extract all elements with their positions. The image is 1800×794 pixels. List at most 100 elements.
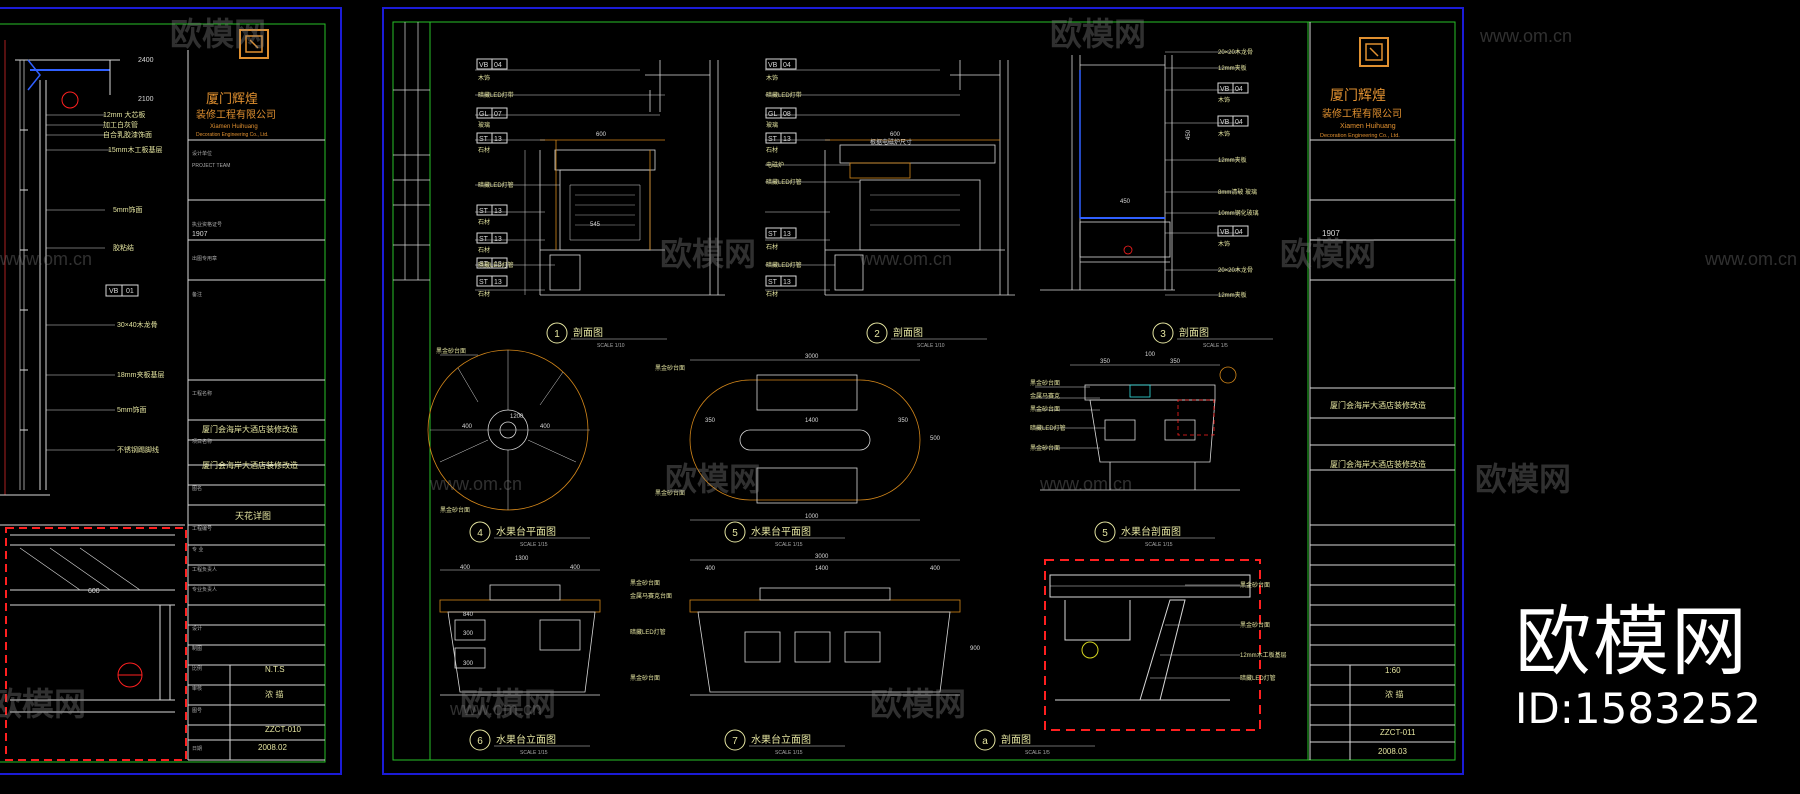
view-number-circle (724, 521, 746, 543)
svg-text:审核: 审核 (192, 685, 202, 692)
view-scale: SCALE 1/10 (597, 343, 625, 349)
url-watermark: www.om.cn (1704, 249, 1797, 269)
company-name-en2: Decoration Engineering Co., Ltd. (1320, 133, 1400, 139)
tag-code: ST (479, 236, 489, 243)
dim: 840 (463, 612, 474, 618)
svg-text:执业资格证号: 执业资格证号 (192, 221, 222, 228)
tag-num: 13 (494, 261, 502, 268)
note: 黑金砂台面 (436, 347, 466, 355)
note: 12mm夹板 (1218, 156, 1247, 164)
tag-code: ST (768, 279, 778, 286)
company-name-en: Xiamen Huihuang (210, 124, 258, 130)
view-number: a (982, 736, 988, 747)
section-1-leaders (475, 69, 665, 291)
svg-text:专 业: 专 业 (192, 546, 203, 553)
dim: 350 (1100, 359, 1111, 365)
note: 自合乳胶漆饰面 (103, 130, 152, 139)
section-1 (524, 60, 725, 296)
svg-text:工程名称: 工程名称 (192, 390, 212, 397)
view-title-text: 剖面图 (573, 326, 603, 339)
svg-text:制图: 制图 (192, 645, 202, 652)
section-3-leaders (1165, 51, 1240, 296)
section-2-leaders (765, 69, 960, 291)
tag-code: ST (479, 261, 489, 268)
svg-text:专业负责人: 专业负责人 (192, 586, 217, 593)
view-title-text: 水果台平面图 (496, 525, 556, 538)
tag-code: VB (1220, 229, 1230, 236)
url-watermark: www.om.cn (1479, 26, 1572, 46)
view-number-circle (469, 729, 491, 751)
note: 暗藏LED灯管 (766, 178, 802, 186)
tag-code: VB (768, 62, 778, 69)
wall-section (0, 40, 185, 526)
reviewer: 浓 描 (265, 689, 284, 699)
elevation-6-dims: 1300 400 400 300 840 300 (460, 556, 581, 667)
note: 8mm清玻 玻璃 (1218, 188, 1257, 196)
tag-num: 04 (1235, 229, 1243, 236)
note: 暗藏LED灯管 (630, 628, 666, 636)
dim: 400 (460, 565, 471, 571)
note: 石材 (766, 243, 778, 251)
view-scale: SCALE 1/10 (917, 343, 945, 349)
brand-watermark: 欧模网 (1475, 460, 1571, 498)
view-number: 4 (477, 528, 483, 539)
view-title-text: 水果台立面图 (751, 733, 811, 746)
tag-num: 13 (783, 136, 791, 143)
section-5-table (1040, 364, 1240, 491)
note: 5mm饰面 (113, 205, 143, 214)
tag-code: ST (479, 279, 489, 286)
note: 木饰 (1218, 240, 1230, 248)
brand-watermark: 欧模网 (0, 685, 86, 723)
plan-5-oval-table (689, 359, 921, 521)
svg-text:项目名称: 项目名称 (192, 438, 212, 445)
view-title-text: 剖面图 (1001, 733, 1031, 746)
view-scale: SCALE 1/15 (520, 750, 548, 756)
plan-5-notes: 黑金砂台面 黑金砂台面 (655, 364, 685, 497)
note: 石材 (478, 246, 490, 254)
note: 20×20木龙骨 (1218, 48, 1253, 56)
left-sheet-frame (0, 7, 342, 775)
dim: 1300 (515, 556, 529, 562)
note: 胶粘结 (113, 243, 134, 252)
note: 30×40木龙骨 (117, 320, 158, 329)
dim: 600 (596, 132, 607, 138)
tag-code: GL (479, 111, 488, 118)
note: 木饰 (766, 74, 778, 82)
view-number: 3 (1160, 329, 1166, 340)
dim: 545 (590, 222, 601, 228)
brand-watermark: 欧模网 (170, 15, 266, 53)
svg-text:备注: 备注 (192, 291, 202, 298)
tag-num: 13 (494, 136, 502, 143)
left-detail: 600 (5, 527, 187, 761)
note: 黑金砂台面 (440, 506, 470, 514)
tag-num: 04 (783, 62, 791, 69)
left-leaders (46, 114, 115, 451)
drawing-number: ZZCT-010 (265, 725, 302, 734)
url-watermark: www.om.cn (429, 474, 522, 494)
dim: 100 (1145, 352, 1156, 358)
tag-num: 04 (494, 62, 502, 69)
section-5-notes: 黑金砂台面 金属马赛克 黑金砂台面 暗藏LED灯管 黑金砂台面 (1030, 379, 1066, 452)
view-title-text: 剖面图 (893, 326, 923, 339)
section-3-notes: 20×20木龙骨 12mm夹板 木饰 木饰 12mm夹板 8mm清玻 玻璃 10… (1120, 48, 1259, 299)
dim: 1000 (805, 514, 819, 520)
note: 黑金砂台面 (1030, 444, 1060, 452)
url-watermark: www.om.cn (1039, 474, 1132, 494)
note: 石材 (766, 290, 778, 298)
dim: 400 (570, 565, 581, 571)
url-watermark: www.om.cn (449, 699, 542, 719)
plan-4-notes: 黑金砂台面 黑金砂台面 (436, 347, 470, 514)
tag-num: 08 (783, 111, 791, 118)
view-number: 7 (732, 736, 738, 747)
dim: 2400 (138, 57, 154, 64)
dim: 300 (463, 661, 474, 667)
company-name-cn: 厦门辉煌 (206, 92, 258, 107)
company-logo: 厦门辉煌 装修工程有限公司 Xiamen Huihuang Decoration… (196, 29, 276, 138)
view-title-text: 水果台立面图 (496, 733, 556, 746)
company-name-cn2: 装修工程有限公司 (1322, 107, 1402, 120)
